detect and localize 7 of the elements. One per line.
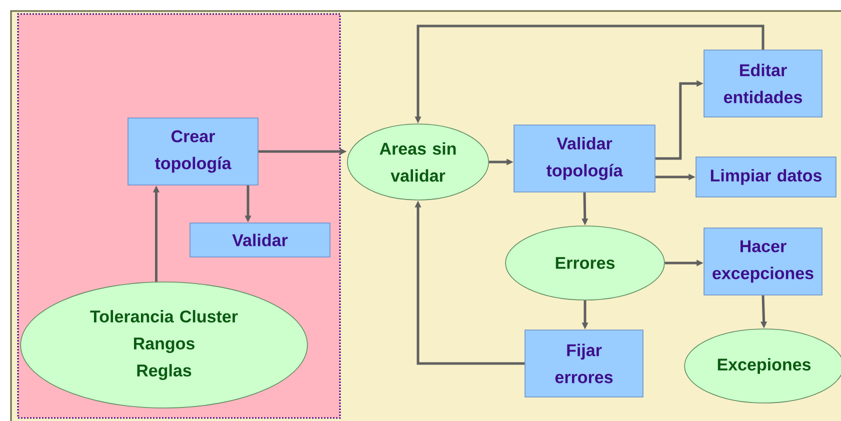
process-box: Limpiar datos [696, 156, 836, 198]
process-box: Editar entidades [704, 50, 822, 118]
process-box: Crear topología [128, 118, 258, 186]
process-box: Validar topología [514, 124, 656, 192]
process-box: Validar [190, 222, 330, 258]
process-box: Fijar errores [524, 330, 644, 398]
process-box: Hacer excepciones [704, 228, 822, 296]
